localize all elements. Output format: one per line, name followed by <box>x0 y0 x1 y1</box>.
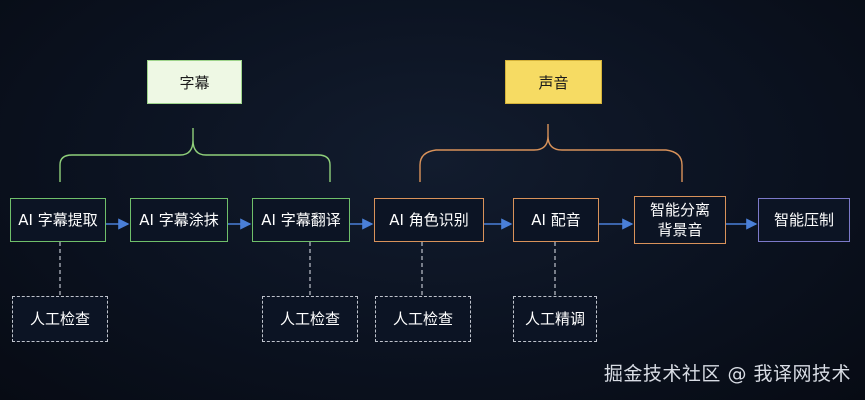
audio-brace <box>419 124 683 182</box>
manual-finetune-box: 人工精调 <box>513 296 597 342</box>
manual-check-box: 人工检查 <box>12 296 108 342</box>
subtitle-group-label: 字幕 <box>147 60 242 104</box>
watermark: 掘金技术社区 @ 我译网技术 <box>603 363 851 385</box>
step-subtitle-translate: AI 字幕翻译 <box>252 198 350 242</box>
step-role-recognition: AI 角色识别 <box>374 198 484 242</box>
step-subtitle-extract: AI 字幕提取 <box>10 198 106 242</box>
step-smart-encode: 智能压制 <box>758 198 850 242</box>
step-subtitle-erase: AI 字幕涂抹 <box>130 198 228 242</box>
manual-check-box: 人工检查 <box>262 296 358 342</box>
step-dubbing: AI 配音 <box>513 198 599 242</box>
audio-group-label: 声音 <box>505 60 602 104</box>
step-background-separation: 智能分离 背景音 <box>634 196 726 244</box>
manual-check-box: 人工检查 <box>375 296 471 342</box>
subtitle-brace <box>59 128 331 182</box>
